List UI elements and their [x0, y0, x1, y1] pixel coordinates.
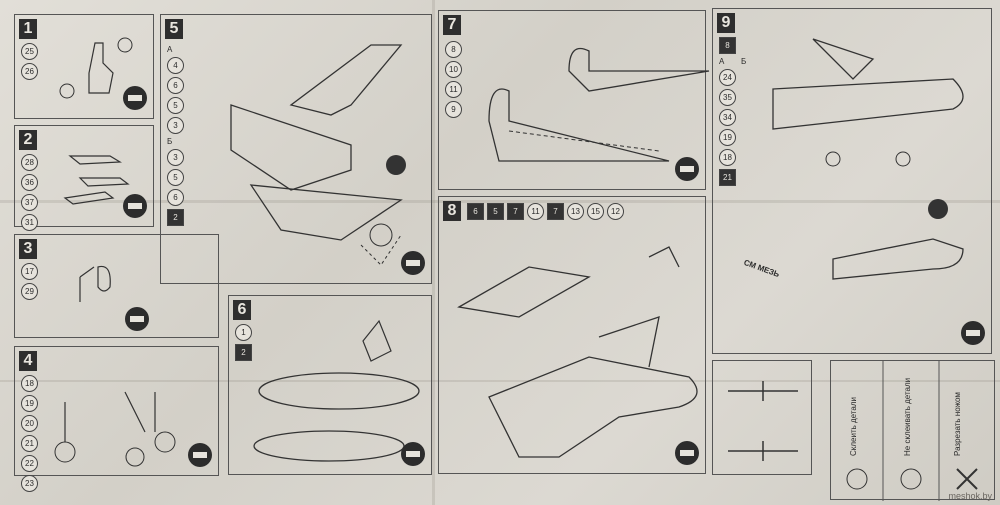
step-8-number: 8 [443, 201, 461, 221]
part-badge: 1 [235, 324, 252, 341]
wing-assembly-drawing [230, 44, 406, 266]
step-5-panel: 5 А 4 6 5 3 Б 3 5 6 2 [160, 14, 432, 284]
stop-icon [401, 442, 425, 466]
part-badge: 9 [445, 101, 462, 118]
stop-icon [188, 443, 212, 467]
part-badge: 2 [235, 344, 252, 361]
stop-icon [125, 307, 149, 331]
part-badge: 12 [607, 203, 624, 220]
part-badge: 3 [167, 149, 184, 166]
step-6-number: 6 [233, 300, 251, 320]
part-badge: 6 [167, 77, 184, 94]
part-badge: 31 [21, 214, 38, 231]
step-4-number: 4 [19, 351, 37, 371]
fold-line [0, 200, 1000, 203]
aircraft-silhouette [728, 381, 798, 461]
strut-drawing [79, 265, 111, 302]
part-badge: 10 [445, 61, 462, 78]
stop-icon [675, 441, 699, 465]
part-badge: 2 [167, 209, 184, 226]
part-badge: 19 [21, 395, 38, 412]
part-badge: 28 [21, 154, 38, 171]
step-9-number: 9 [717, 13, 735, 33]
part-badge: 26 [21, 63, 38, 80]
step-1-number: 1 [19, 19, 37, 39]
tail-assembly-drawing [488, 47, 710, 162]
part-badge: 24 [719, 69, 736, 86]
watermark: meshok.by [948, 491, 992, 501]
seat-drawing [59, 37, 133, 99]
part-badge: 15 [587, 203, 604, 220]
section-b-label: Б [167, 137, 173, 146]
part-badge: 6 [167, 189, 184, 206]
part-badge: 18 [719, 149, 736, 166]
part-badge: 5 [167, 169, 184, 186]
undercarriage-drawing [63, 155, 130, 205]
part-badge: 29 [21, 283, 38, 300]
part-badge: 7 [507, 203, 524, 220]
part-badge: 23 [21, 475, 38, 492]
silhouette-panel [712, 360, 812, 475]
legend-panel: Склеить детали Не склеивать детали Разре… [830, 360, 995, 501]
fuselage-assembly-drawing [457, 246, 698, 458]
part-badge: 37 [21, 194, 38, 211]
part-badge: 19 [719, 129, 736, 146]
part-badge: 8 [445, 41, 462, 58]
step-9-panel: 9 8 А Б 24 35 34 19 18 21 СМ МЕЗЬ [712, 8, 992, 354]
step-2-panel: 2 28 36 37 31 [14, 125, 154, 231]
part-badge: 5 [487, 203, 504, 220]
part-badge: 3 [167, 117, 184, 134]
step-4-panel: 4 18 19 20 21 22 23 [14, 346, 219, 492]
part-badge: 5 [167, 97, 184, 114]
part-badge: 11 [527, 203, 544, 220]
stop-icon [401, 251, 425, 275]
step-3-number: 3 [19, 239, 37, 259]
part-badge: 11 [445, 81, 462, 98]
step-8-panel: 8 6 5 7 11 7 13 15 12 [438, 196, 706, 474]
part-badge: 8 [719, 37, 736, 54]
part-badge: 34 [719, 109, 736, 126]
step-5-number: 5 [165, 19, 183, 39]
fold-line [0, 380, 1000, 382]
step-6-panel: 6 1 2 [228, 295, 432, 475]
column-a-label: А [719, 57, 725, 66]
stop-icon [675, 157, 699, 181]
part-badge: 13 [567, 203, 584, 220]
wheel-assembly-drawing [54, 391, 176, 467]
part-badge: 20 [21, 415, 38, 432]
step-7-panel: 7 8 10 11 9 [438, 10, 710, 190]
canopy-drawing [253, 319, 420, 462]
part-badge: 22 [21, 455, 38, 472]
part-badge: 6 [467, 203, 484, 220]
step-7-number: 7 [443, 15, 461, 35]
fold-line [432, 0, 435, 505]
step-1-panel: 1 25 26 [14, 14, 154, 119]
stop-icon [961, 321, 985, 345]
part-badge: 21 [719, 169, 736, 186]
step-3-panel: 3 17 29 [14, 234, 219, 338]
legend-icons [846, 361, 978, 501]
part-badge: 21 [21, 435, 38, 452]
part-badge: 4 [167, 57, 184, 74]
section-a-label: А [167, 45, 173, 54]
column-b-label: Б [741, 57, 747, 66]
part-badge: 25 [21, 43, 38, 60]
part-badge: 7 [547, 203, 564, 220]
part-badge: 18 [21, 375, 38, 392]
step-2-number: 2 [19, 130, 37, 150]
part-badge: 36 [21, 174, 38, 191]
aircraft-final-drawing [772, 38, 964, 280]
part-badge: 17 [21, 263, 38, 280]
stop-icon [123, 194, 147, 218]
part-badge: 35 [719, 89, 736, 106]
stop-icon [123, 86, 147, 110]
